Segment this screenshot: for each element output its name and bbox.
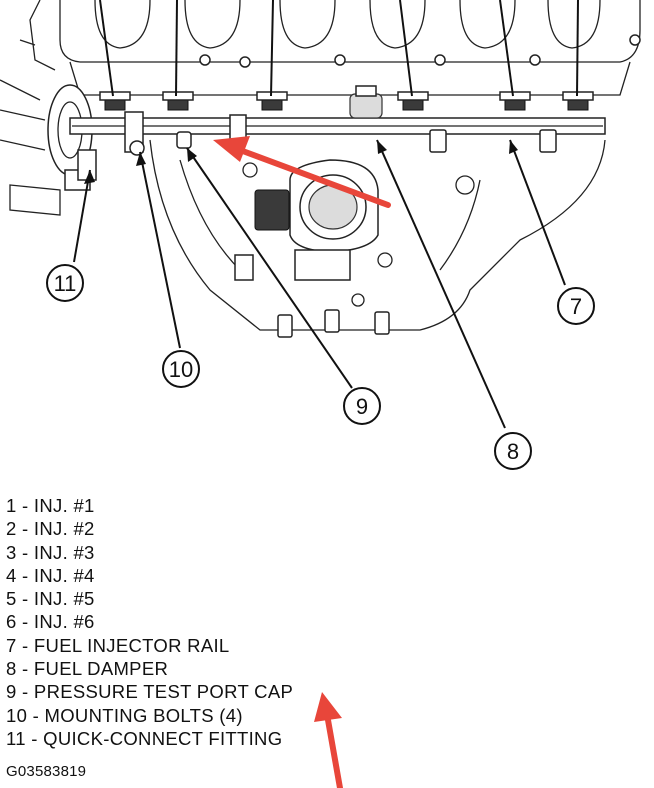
fuel-injector-rail <box>69 111 606 156</box>
figure-id: G03583819 <box>6 763 87 780</box>
parts-legend: 1 - INJ. #1 2 - INJ. #2 3 - INJ. #3 4 - … <box>6 494 293 750</box>
legend-item-4: 4 - INJ. #4 <box>6 564 95 586</box>
legend-item-7: 7 - FUEL INJECTOR RAIL <box>6 634 230 656</box>
legend-item-11: 11 - QUICK-CONNECT FITTING <box>6 727 283 749</box>
legend-item-2: 2 - INJ. #2 <box>6 518 95 540</box>
legend-item-5: 5 - INJ. #5 <box>6 588 95 610</box>
callout-11: 11 <box>46 264 84 302</box>
legend-item-6: 6 - INJ. #6 <box>6 611 95 633</box>
legend-item-10: 10 - MOUNTING BOLTS (4) <box>6 704 243 726</box>
callout-9: 9 <box>343 387 381 425</box>
red-annotation-arrow-lower <box>314 692 343 788</box>
callout-11-number: 11 <box>54 271 77 296</box>
pressure-test-port-cap <box>176 131 192 149</box>
legend-item-1: 1 - INJ. #1 <box>6 495 95 516</box>
callout-10-number: 10 <box>169 357 193 382</box>
callout-7: 7 <box>557 287 595 325</box>
engine-fuel-rail-diagram: 11 10 9 8 7 <box>0 0 641 470</box>
callout-7-number: 7 <box>570 294 582 319</box>
quick-connect-fitting <box>77 149 97 181</box>
legend-item-9: 9 - PRESSURE TEST PORT CAP <box>6 681 294 703</box>
throttle-body <box>234 159 379 281</box>
accessory-pulley <box>0 79 93 216</box>
callout-8: 8 <box>494 432 532 470</box>
injector-leaders <box>99 0 579 97</box>
callout-8-number: 8 <box>507 439 519 464</box>
lower-manifold <box>149 139 606 331</box>
callout-leaders <box>73 139 566 429</box>
callout-10: 10 <box>162 350 200 388</box>
fuel-damper <box>349 85 383 119</box>
red-annotation-arrow-upper <box>213 136 391 208</box>
intake-manifold <box>19 0 641 96</box>
callout-9-number: 9 <box>356 394 368 419</box>
legend-item-8: 8 - FUEL DAMPER <box>6 658 169 680</box>
legend-item-3: 3 - INJ. #3 <box>6 541 95 563</box>
manifold-studs <box>277 309 390 338</box>
